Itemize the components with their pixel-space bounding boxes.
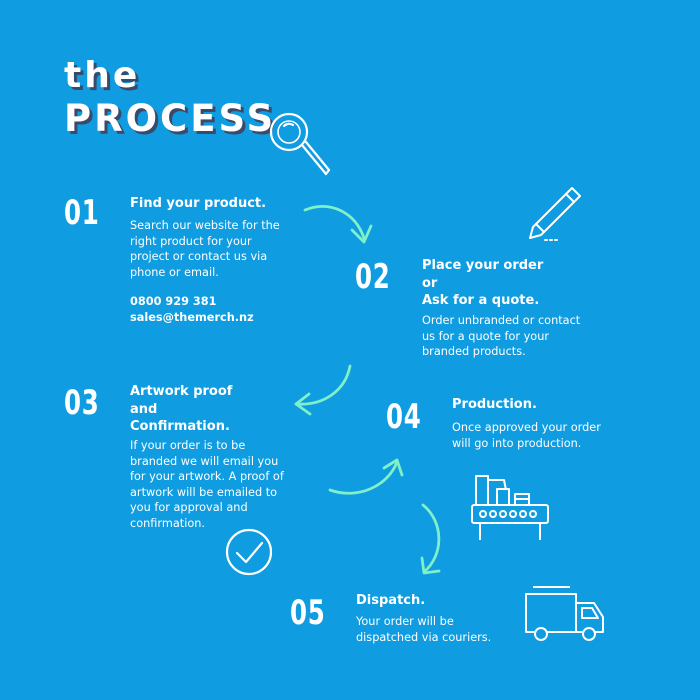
title-the: the bbox=[64, 55, 141, 96]
checkmark-circle-icon bbox=[225, 528, 273, 576]
step-number-04: 04 bbox=[386, 397, 422, 437]
step-03-heading: Artwork proof and Confirmation. bbox=[130, 383, 232, 436]
step-01-body: Search our website for the right product… bbox=[130, 218, 330, 280]
arrow-icon bbox=[328, 458, 404, 495]
step-02-body-line: us for a quote for your bbox=[422, 329, 550, 343]
step-01-body-line: phone or email. bbox=[130, 265, 219, 279]
step-03-heading-line: Confirmation. bbox=[130, 419, 230, 435]
magnifier-icon bbox=[269, 112, 331, 176]
step-01-body-line: project or contact us via bbox=[130, 250, 268, 264]
contact-phone: 0800 929 381 bbox=[130, 295, 217, 308]
arrow-icon bbox=[294, 364, 352, 416]
step-number-03: 03 bbox=[64, 383, 100, 423]
step-03-body-line: branded we will email you bbox=[130, 454, 279, 468]
step-number-01: 01 bbox=[64, 193, 100, 233]
contact-email: sales@themerch.nz bbox=[130, 310, 254, 324]
step-04-body-line: will go into production. bbox=[452, 436, 582, 450]
step-03-body-line: you for approval and bbox=[130, 501, 248, 515]
step-01-heading: Find your product. bbox=[130, 195, 266, 213]
step-03-heading-line: Artwork proof bbox=[130, 384, 233, 399]
step-04-body-line: Once approved your order bbox=[452, 421, 601, 434]
step-02-body-line: Order unbranded or contact bbox=[422, 314, 581, 327]
step-01-body-line: right product for your bbox=[130, 234, 252, 248]
step-01-body-line: Search our website for the bbox=[130, 219, 280, 232]
step-01-contact: 0800 929 381 sales@themerch.nz bbox=[130, 294, 330, 325]
step-02-heading-line: or bbox=[422, 275, 438, 291]
step-03-body-line: for your artwork. A proof of bbox=[130, 470, 284, 484]
step-03-body-line: If your order is to be bbox=[130, 439, 246, 452]
step-04-heading-line: Production. bbox=[452, 397, 537, 412]
step-05-body-line: dispatched via couriers. bbox=[356, 630, 492, 644]
arrow-icon bbox=[303, 205, 373, 244]
step-05-heading-line: Dispatch. bbox=[356, 593, 426, 608]
step-number-05: 05 bbox=[290, 593, 326, 633]
step-03-body: If your order is to be branded we will e… bbox=[130, 438, 340, 531]
arrow-icon bbox=[420, 503, 441, 575]
step-02-body-line: branded products. bbox=[422, 345, 526, 359]
step-number-02: 02 bbox=[355, 257, 391, 297]
step-02-heading-line: Place your order bbox=[422, 258, 544, 273]
step-02-heading-line: Ask for a quote. bbox=[422, 293, 540, 309]
step-04-heading: Production. bbox=[452, 396, 537, 414]
step-03-body-line: artwork will be emailed to bbox=[130, 485, 278, 499]
step-01-heading-line: Find your product. bbox=[130, 196, 267, 211]
step-04-body: Once approved your order will go into pr… bbox=[452, 420, 652, 451]
step-02-body: Order unbranded or contact us for a quot… bbox=[422, 313, 622, 360]
delivery-truck-icon bbox=[525, 586, 604, 641]
title-process: PROCESS bbox=[64, 97, 277, 140]
step-03-body-line: confirmation. bbox=[130, 516, 206, 530]
step-05-body-line: Your order will be bbox=[356, 615, 454, 628]
step-05-heading: Dispatch. bbox=[356, 592, 425, 610]
step-03-heading-line: and bbox=[130, 401, 158, 417]
conveyor-machine-icon bbox=[471, 475, 549, 540]
step-05-body: Your order will be dispatched via courie… bbox=[356, 614, 536, 645]
pencil-icon bbox=[529, 187, 581, 241]
step-02-heading: Place your order or Ask for a quote. bbox=[422, 257, 543, 310]
